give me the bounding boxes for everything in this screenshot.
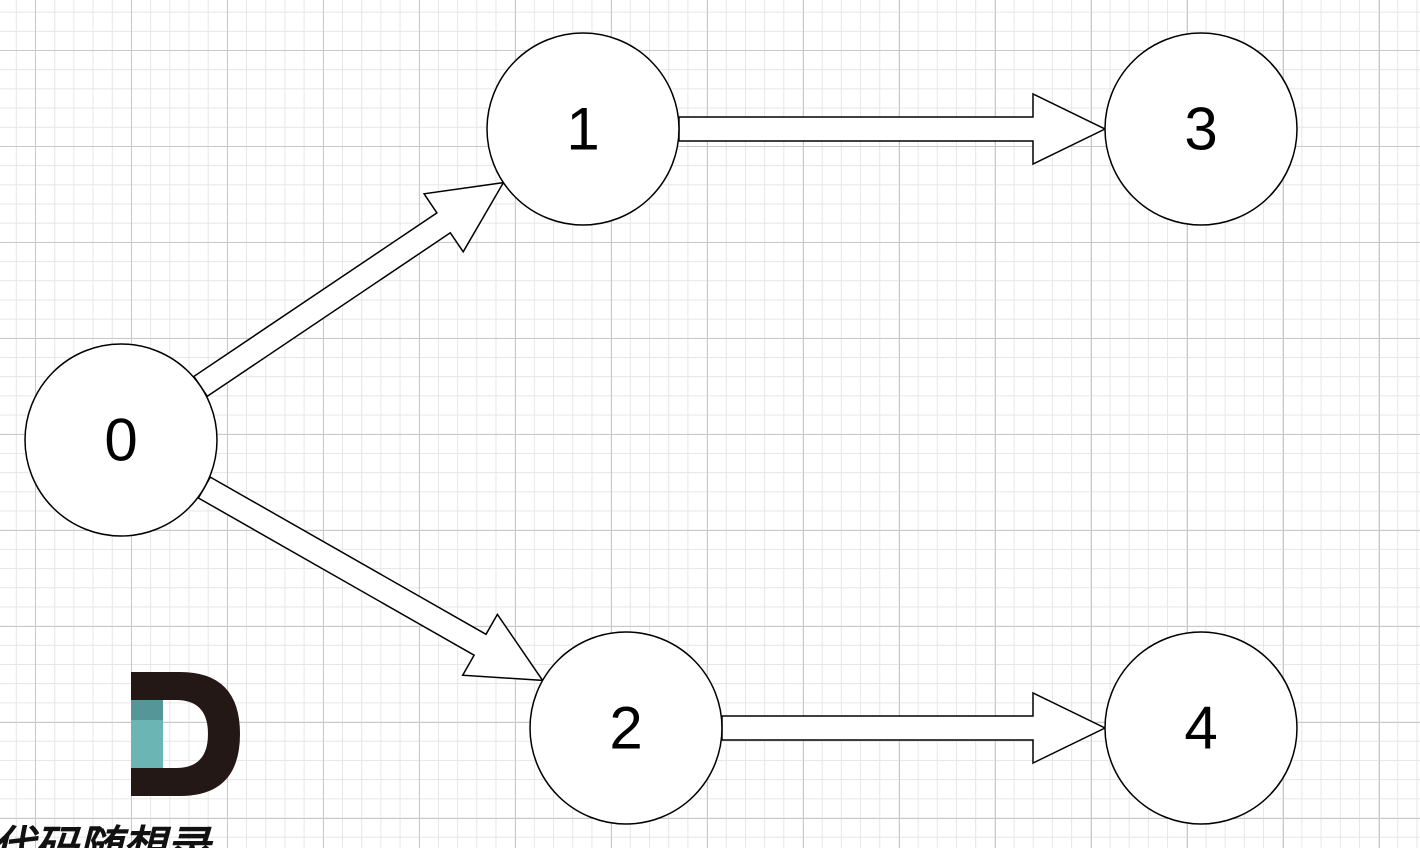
logo-teal-shade-icon xyxy=(131,700,163,720)
edges-layer xyxy=(192,92,1107,765)
node-3-circle xyxy=(1104,32,1298,226)
node-2[interactable]: 2 xyxy=(529,631,723,825)
watermark-logo: 代码随想录 xyxy=(0,672,240,848)
node-0[interactable]: 0 xyxy=(24,343,218,537)
node-0-label: 0 xyxy=(104,407,137,474)
logo-teal-bar-icon xyxy=(131,700,163,768)
node-2-circle xyxy=(529,631,723,825)
node-4-label: 4 xyxy=(1184,695,1217,762)
node-1-label: 1 xyxy=(566,96,599,163)
logo-d-icon xyxy=(131,672,240,796)
edge-arrow-2-4[interactable] xyxy=(721,691,1107,765)
nodes-layer: 0 1 2 3 4 xyxy=(24,32,1298,825)
node-1-circle xyxy=(486,32,680,226)
node-4[interactable]: 4 xyxy=(1104,631,1298,825)
node-4-circle xyxy=(1104,631,1298,825)
node-0-circle xyxy=(24,343,218,537)
node-3[interactable]: 3 xyxy=(1104,32,1298,226)
node-3-label: 3 xyxy=(1184,96,1217,163)
watermark-text: 代码随想录 xyxy=(0,822,214,848)
node-1[interactable]: 1 xyxy=(486,32,680,226)
node-2-label: 2 xyxy=(609,695,642,762)
edge-arrow-0-1[interactable] xyxy=(192,181,505,398)
edge-arrow-0-2[interactable] xyxy=(197,476,545,682)
edge-arrow-1-3[interactable] xyxy=(678,92,1107,166)
